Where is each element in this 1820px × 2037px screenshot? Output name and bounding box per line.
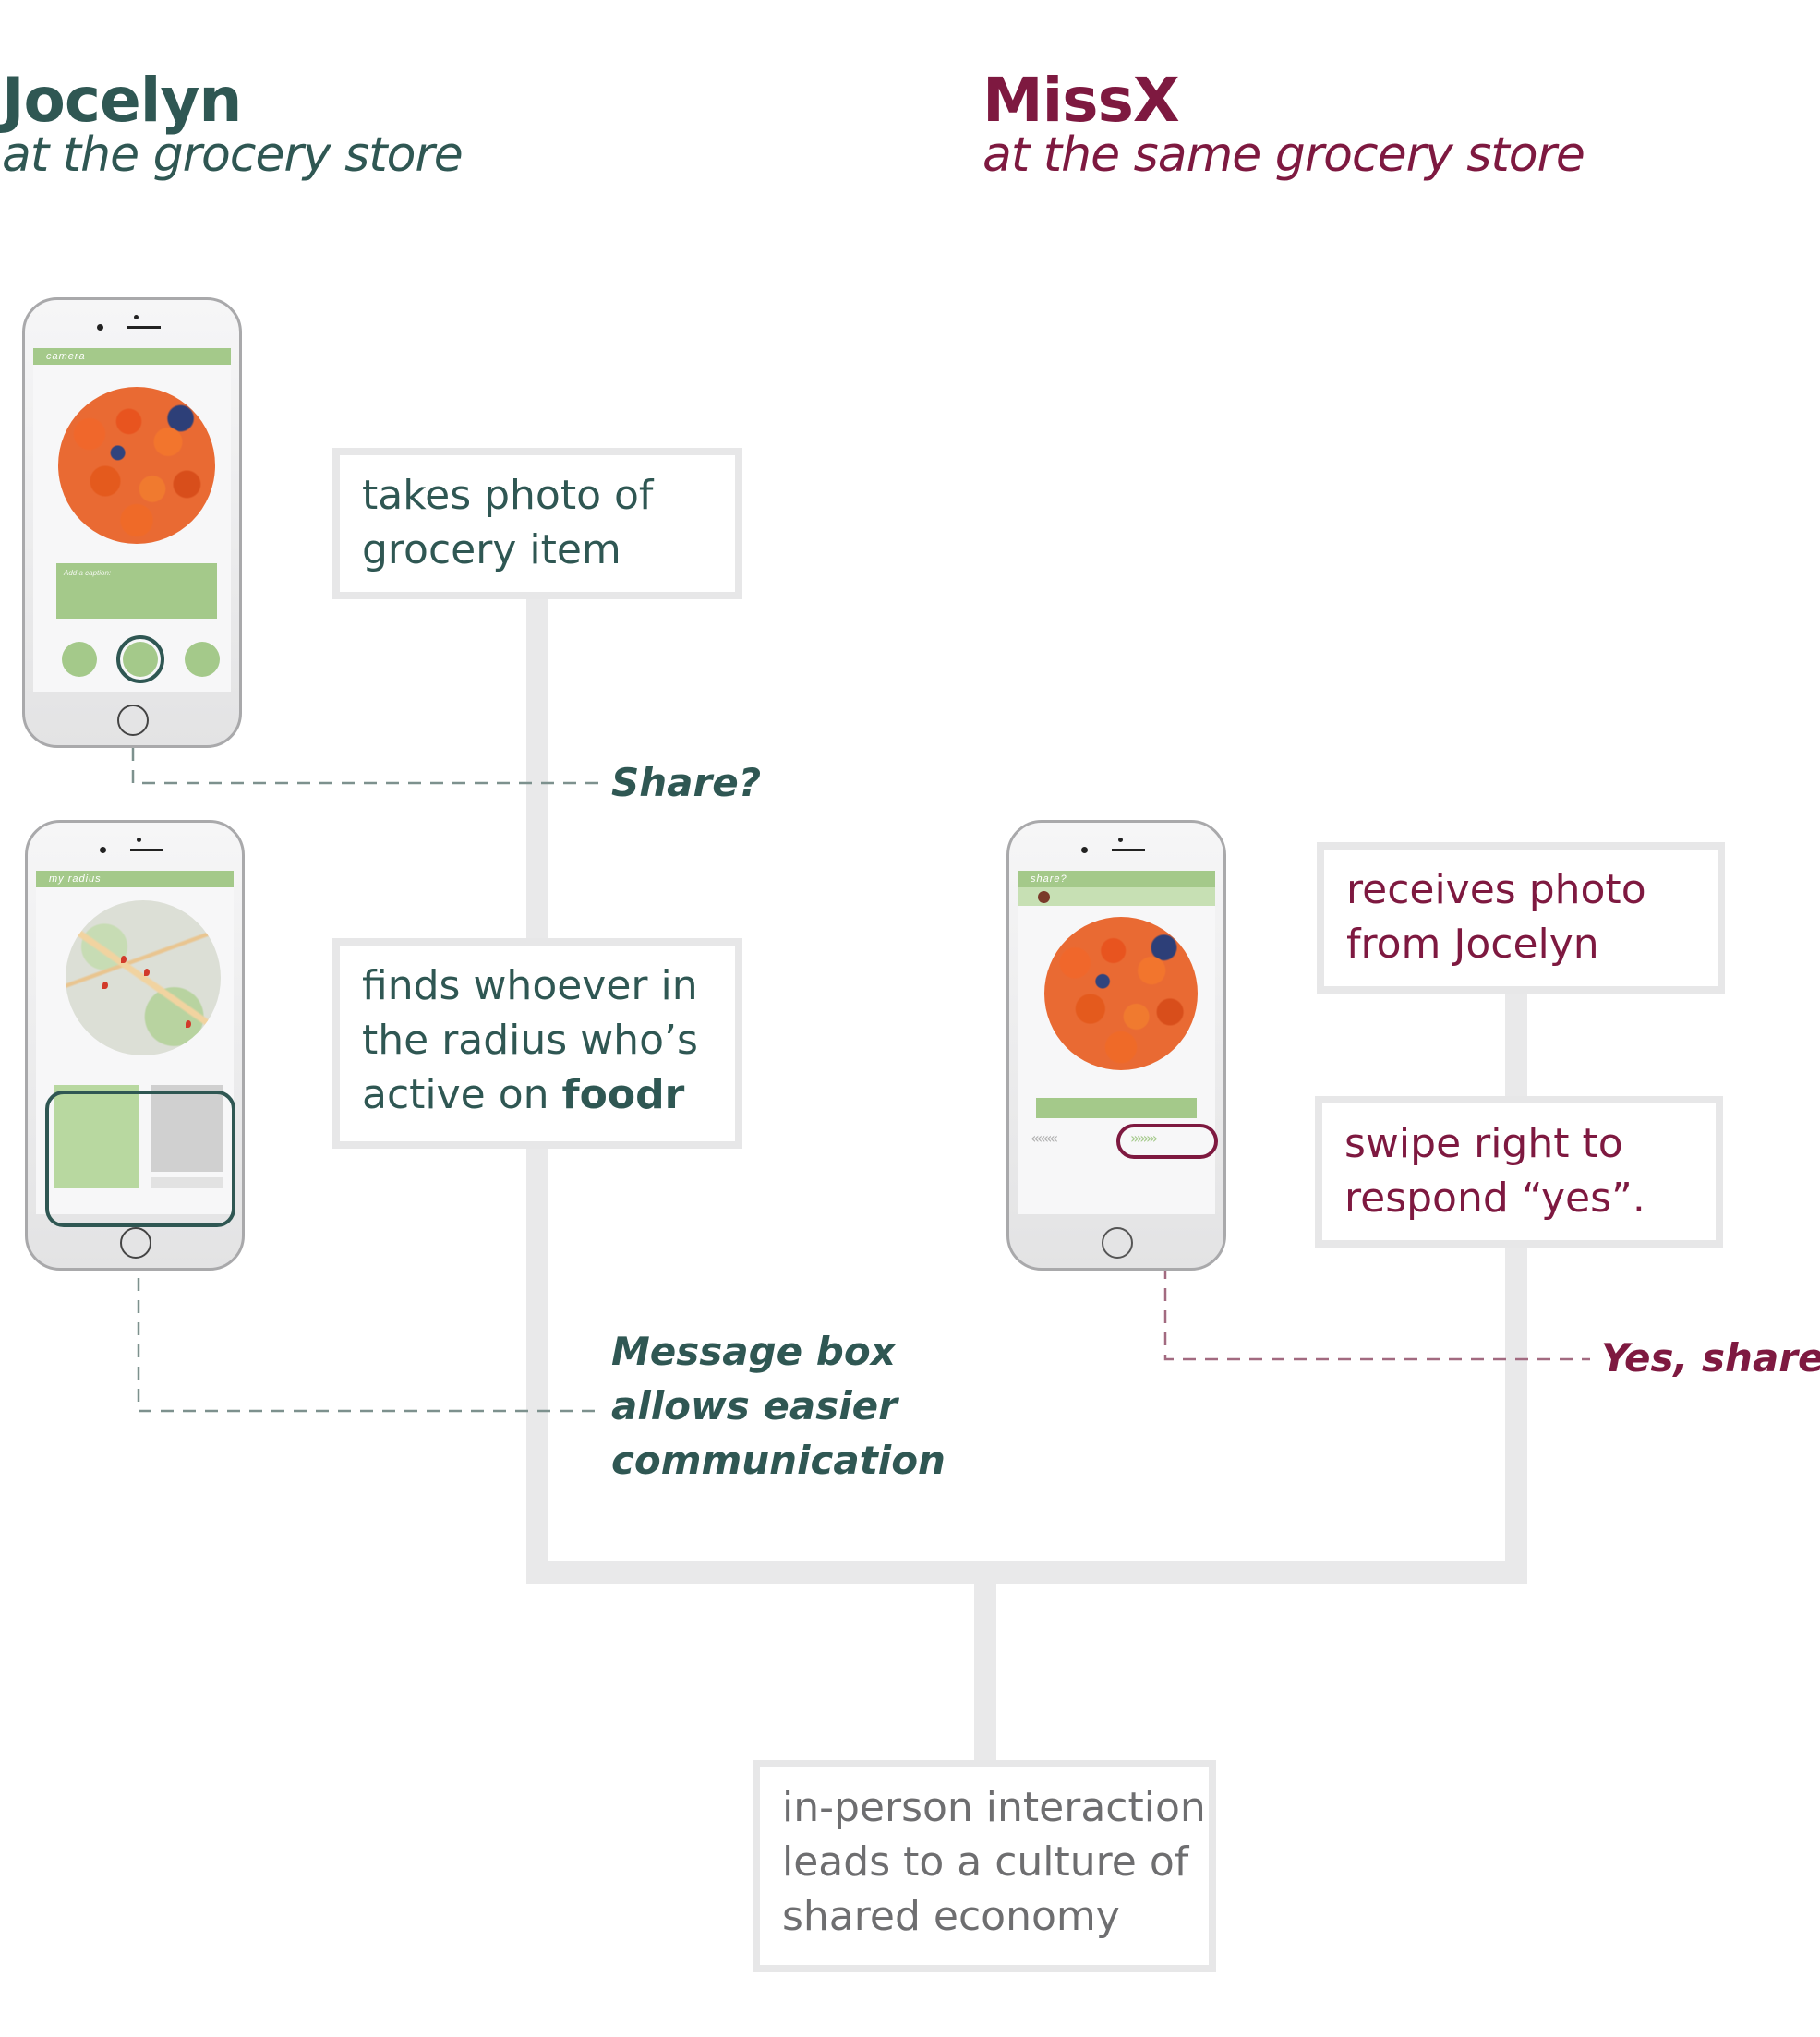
note-line: communication bbox=[611, 1438, 946, 1483]
swipe-left-no[interactable]: ‹‹‹‹‹‹‹‹ bbox=[1031, 1129, 1058, 1147]
box-line: the radius who’s bbox=[362, 1017, 698, 1064]
connector-horizontal bbox=[526, 1561, 1527, 1584]
box-line: from Jocelyn bbox=[1346, 921, 1599, 968]
message-panel[interactable] bbox=[151, 1085, 223, 1172]
box-line: takes photo of bbox=[362, 472, 654, 519]
connector-missx-upper bbox=[1505, 988, 1527, 1103]
box-line: swipe right to bbox=[1344, 1120, 1623, 1167]
box-line-last: active on foodr bbox=[362, 1067, 735, 1122]
sender-avatar bbox=[1038, 891, 1050, 903]
box-finds-whoever: finds whoever in the radius who’s active… bbox=[332, 938, 742, 1149]
received-grocery-photo bbox=[1044, 917, 1198, 1070]
box-swipe-right: swipe right to respond “yes”. bbox=[1315, 1096, 1723, 1248]
phone-screen: share? ‹‹‹‹‹‹‹‹ ›››››››› bbox=[1018, 871, 1215, 1214]
box-final-outcome: in-person interaction leads to a culture… bbox=[753, 1760, 1216, 1972]
phone-front-camera bbox=[100, 847, 106, 853]
note-share: Share? bbox=[611, 760, 762, 805]
sender-row bbox=[1018, 887, 1215, 906]
jocelyn-name: Jocelyn bbox=[2, 65, 242, 136]
caption-bar bbox=[1036, 1098, 1197, 1118]
map-pin-icon bbox=[102, 982, 108, 989]
phone-screen: my radius bbox=[36, 871, 234, 1214]
screen-title-bar: my radius bbox=[36, 871, 234, 887]
phone-my-radius: my radius bbox=[25, 820, 245, 1271]
connector-center-vertical bbox=[974, 1570, 996, 1768]
screen-title-bar: share? bbox=[1018, 871, 1215, 887]
box-line: receives photo bbox=[1346, 866, 1646, 913]
home-button[interactable] bbox=[1102, 1227, 1133, 1259]
left-action-button[interactable] bbox=[62, 642, 97, 677]
note-message-box: Message box allows easier communication bbox=[611, 1324, 946, 1488]
map-pin-icon bbox=[186, 1020, 191, 1028]
grocery-photo bbox=[58, 387, 215, 544]
box-text: active on bbox=[362, 1071, 562, 1118]
phone-front-camera bbox=[97, 324, 103, 331]
shutter-highlight-ring bbox=[116, 635, 164, 683]
home-button[interactable] bbox=[120, 1227, 151, 1259]
note-line: Message box bbox=[611, 1329, 896, 1374]
phone-share: share? ‹‹‹‹‹‹‹‹ ›››››››› bbox=[1006, 820, 1226, 1271]
phone-camera-dot bbox=[137, 838, 141, 842]
right-action-button[interactable] bbox=[185, 642, 220, 677]
phone-speaker bbox=[1112, 849, 1145, 851]
box-takes-photo: takes photo of grocery item bbox=[332, 448, 742, 599]
caption-input[interactable]: Add a caption: bbox=[56, 563, 217, 619]
message-input[interactable] bbox=[151, 1177, 223, 1188]
phone-speaker bbox=[127, 326, 161, 329]
map-pin-icon bbox=[121, 956, 127, 963]
phone-front-camera bbox=[1081, 847, 1088, 853]
phone-screen: camera Add a caption: bbox=[33, 348, 231, 692]
box-line: respond “yes”. bbox=[1344, 1175, 1645, 1222]
note-line: allows easier bbox=[611, 1383, 898, 1428]
phone-camera: camera Add a caption: bbox=[22, 297, 242, 748]
box-line: finds whoever in bbox=[362, 962, 698, 1009]
box-line: shared economy bbox=[782, 1893, 1120, 1940]
message-box-highlight bbox=[45, 1091, 235, 1227]
missx-name: MissX bbox=[982, 65, 1180, 136]
phone-camera-dot bbox=[1118, 838, 1123, 842]
note-yes-share: Yes, share! bbox=[1601, 1335, 1820, 1380]
box-line: grocery item bbox=[362, 526, 621, 573]
home-button[interactable] bbox=[117, 705, 149, 736]
missx-subtitle: at the same grocery store bbox=[982, 127, 1585, 183]
swipe-yes-highlight bbox=[1116, 1124, 1218, 1159]
user-card-left[interactable] bbox=[54, 1085, 139, 1188]
jocelyn-subtitle: at the grocery store bbox=[2, 127, 464, 183]
phone-camera-dot bbox=[134, 315, 139, 319]
map-pin-icon bbox=[144, 969, 150, 976]
box-line: in-person interaction bbox=[782, 1784, 1206, 1831]
swipe-right-yes[interactable]: ›››››››› bbox=[1130, 1129, 1158, 1147]
phone-speaker bbox=[130, 849, 163, 851]
screen-title-bar: camera bbox=[33, 348, 231, 365]
box-receives-photo: receives photo from Jocelyn bbox=[1317, 842, 1725, 994]
app-name-foodr: foodr bbox=[561, 1071, 685, 1118]
box-line: leads to a culture of bbox=[782, 1838, 1189, 1886]
radius-map[interactable] bbox=[66, 900, 221, 1055]
